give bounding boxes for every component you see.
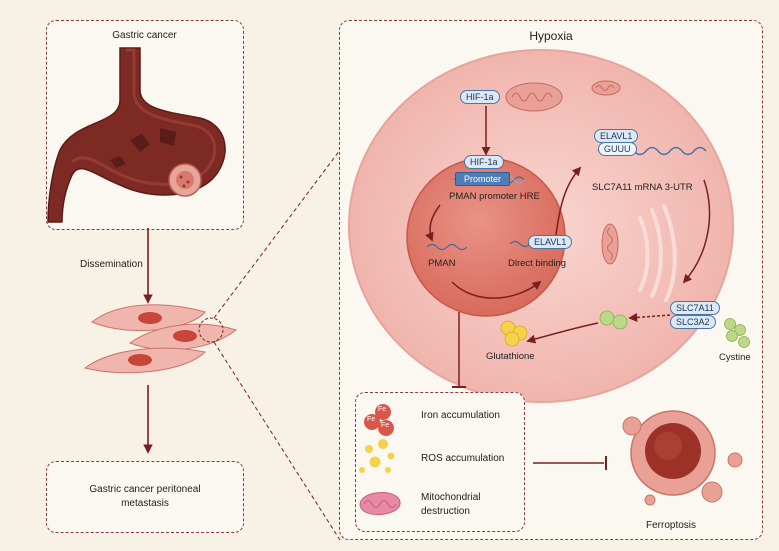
mitochondrial-label: Mitochondrial (421, 492, 481, 503)
pman-to-binding-arrow (451, 280, 542, 299)
cystine-import-arrow (628, 312, 671, 322)
direct-binding-label: Dlrect binding (508, 258, 567, 269)
promoter-box: Promoter (455, 172, 511, 186)
hif-1a-nucleus-pill: HIF-1a (464, 155, 504, 169)
transporter-to-glutathione-arrow (526, 322, 599, 344)
peritoneal-cells (83, 304, 238, 374)
fe-label-1: Fe (378, 406, 387, 413)
metastasis-box (46, 461, 244, 533)
mitochondria-destruction-icon (359, 492, 401, 516)
pman-label: PMAN (428, 258, 456, 269)
fe-label-2: Fe (367, 416, 376, 423)
mitochondria (505, 80, 621, 265)
golgi-apparatus (638, 204, 677, 302)
ferroptosis-label: Ferroptosis (646, 520, 697, 531)
glutathione-molecules (500, 320, 528, 347)
iron-icon (364, 404, 394, 436)
metastasis-label-line-2: metastasis (121, 498, 169, 509)
zoom-line-top (213, 149, 341, 319)
fe-label-3: Fe (381, 422, 390, 429)
cystine-label: Cystine (719, 352, 751, 363)
slc7a11-pill: SLC7A11 (670, 301, 720, 315)
dissemination-label: Dissemination (80, 259, 143, 270)
mrna-to-transporter-arrow (682, 179, 711, 284)
guuu-pill: GUUU (598, 142, 637, 156)
slc3a2-pill: SLC3A2 (670, 315, 716, 329)
hypoxia-title: Hypoxia (529, 29, 573, 43)
destruction-label: destruction (421, 506, 470, 517)
metastasis-label-line-1: Gastric cancer peritoneal (89, 484, 201, 495)
pman-promoter-hre-label: PMAN promoter HRE (449, 191, 540, 202)
iron-accumulation-label: Iron accumulation (421, 410, 500, 421)
elavl1-nucleus-pill: ELAVL1 (528, 235, 573, 249)
gastric-cancer-label: Gastric cancer (112, 30, 177, 41)
binding-to-mrna-arrow (555, 166, 582, 236)
glutathione-label: Glutathione (486, 351, 535, 362)
promoter-to-pman-arrow (425, 204, 441, 242)
ros-accumulation-label: ROS accumulation (421, 453, 505, 464)
hif-1a-top-pill: HIF-1a (460, 90, 500, 104)
cystine-molecules (599, 310, 750, 348)
ferroptotic-cell (622, 410, 743, 506)
stomach-illustration (47, 47, 226, 223)
mrna-3utr-label: SLC7A11 mRNA 3-UTR (592, 182, 693, 193)
ros-icon (359, 439, 395, 473)
